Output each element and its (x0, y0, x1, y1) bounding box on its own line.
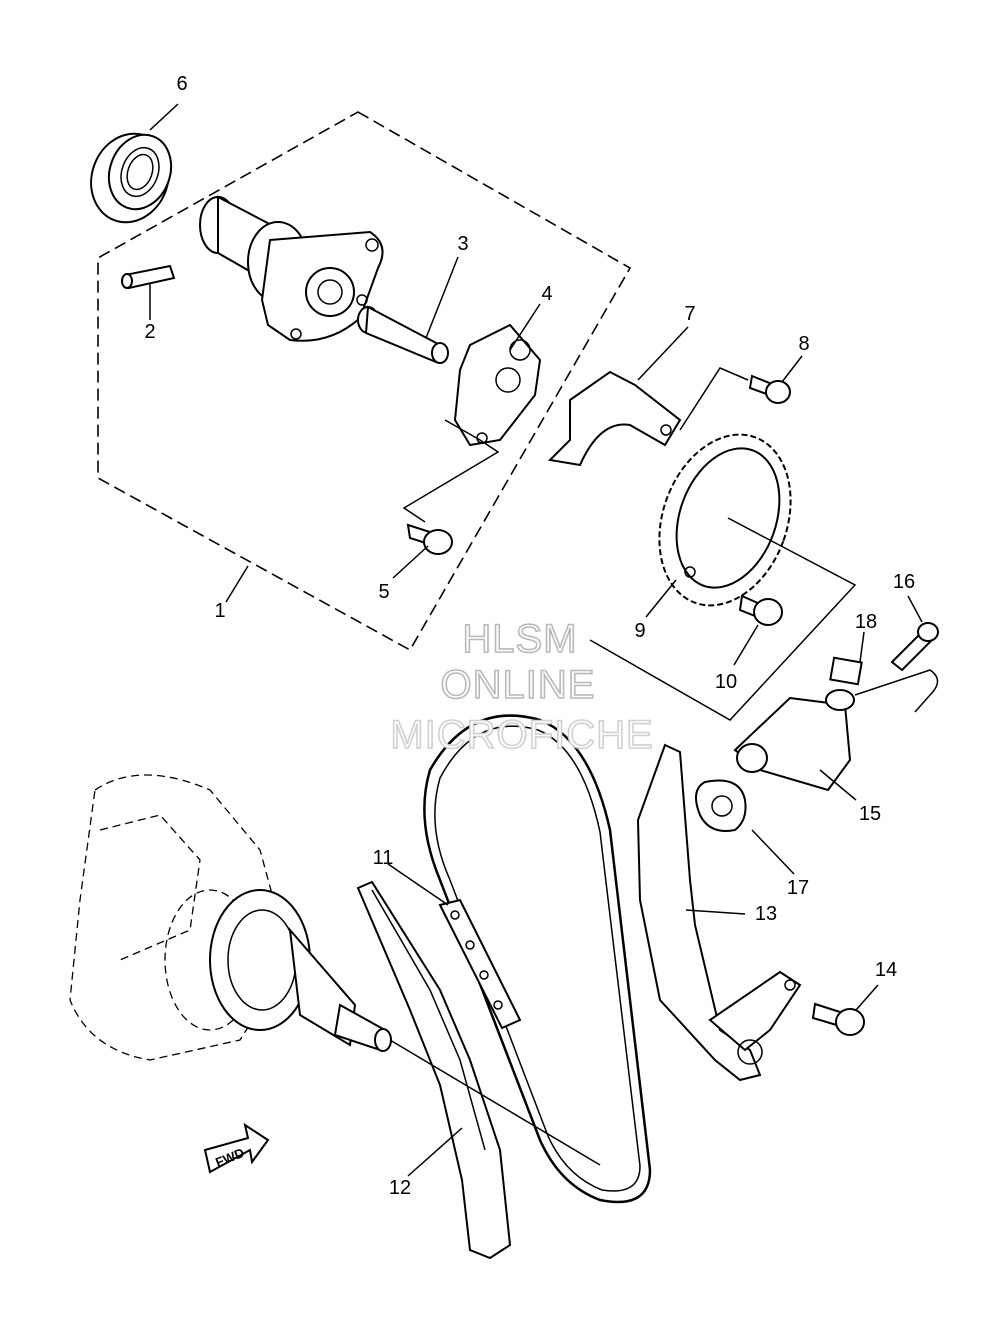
chain-guide-11-part (438, 898, 522, 1030)
timing-chain-part (423, 714, 652, 1204)
watermark: HLSM ONLINE MICROFICHE (390, 616, 654, 758)
gasket-part (695, 779, 747, 832)
callout-2: 2 (144, 321, 155, 343)
bolt-8-part (748, 374, 791, 404)
chain-tensioner-part (733, 656, 863, 792)
callout-14: 14 (875, 959, 897, 981)
callout-4: 4 (541, 283, 552, 305)
callout-18: 18 (855, 611, 877, 633)
callout-6: 6 (176, 73, 187, 95)
chain-guide-12-part (356, 880, 512, 1260)
bolt-14-part (811, 1002, 865, 1036)
decompressor-plate-part (402, 323, 542, 523)
callout-12: 12 (389, 1177, 411, 1199)
bolt-16-part (854, 622, 939, 713)
bolt-10-part (738, 594, 783, 626)
callout-10: 10 (715, 671, 737, 693)
callout-7: 7 (684, 303, 695, 325)
bolt-5-part (406, 523, 453, 555)
fwd-arrow-icon: FWD (203, 1122, 270, 1174)
callout-8: 8 (798, 333, 809, 355)
decompression-shaft-part (357, 305, 449, 364)
dowel-pin-part (121, 264, 176, 290)
tensioner-guide-part (636, 743, 802, 1082)
callout-5: 5 (378, 581, 389, 603)
bearing-part (90, 132, 173, 224)
leader-lines (149, 103, 923, 1177)
cam-sprocket-part (589, 433, 857, 721)
callout-1: 1 (214, 600, 225, 622)
holder-plate-part (547, 367, 749, 467)
callout-11: 11 (373, 847, 394, 869)
callout-16: 16 (893, 571, 915, 593)
watermark-line3: MICROFICHE (390, 713, 653, 757)
callout-15: 15 (859, 803, 881, 825)
callout-9: 9 (634, 620, 645, 642)
callout-labels: 1 2 3 4 5 6 7 8 9 10 11 12 13 14 15 16 1… (144, 73, 915, 1199)
callout-3: 3 (457, 233, 468, 255)
camshaft-part (199, 195, 384, 342)
watermark-line2: ONLINE (441, 663, 596, 707)
crankshaft-reference (69, 774, 601, 1166)
watermark-line1: HLSM (462, 617, 577, 661)
callout-17: 17 (787, 877, 809, 899)
callout-13: 13 (755, 903, 777, 925)
camshaft-assembly-boundary (97, 111, 632, 652)
